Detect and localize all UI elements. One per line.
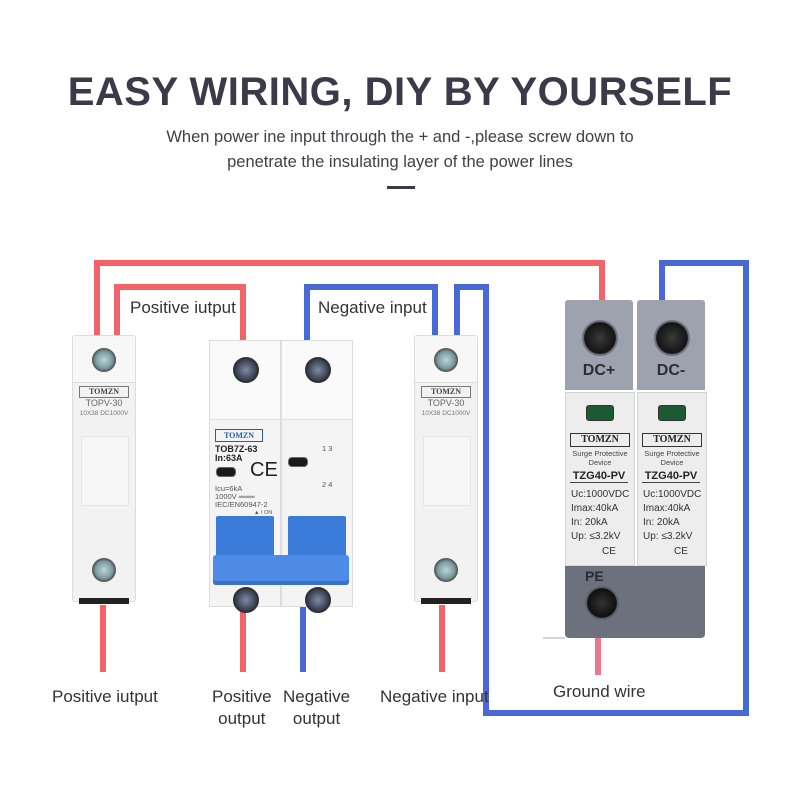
- breaker-lever-right[interactable]: [288, 516, 346, 556]
- fuse-spec: 10X38 DC1000V: [79, 410, 129, 417]
- wire-negative-inner: [304, 284, 438, 340]
- breaker-brand: TOMZN: [215, 429, 263, 442]
- spd-ground-block: PE: [565, 566, 705, 638]
- on-marker: ▲ I ON: [254, 510, 273, 516]
- ce-mark: CE: [602, 546, 616, 557]
- screw-icon: [305, 357, 331, 383]
- breaker-model: TOB7Z-63: [215, 444, 258, 454]
- screw-icon: [233, 357, 259, 383]
- indicator-window: [216, 467, 236, 477]
- spd-uc: Uc:1000VDC: [643, 489, 702, 500]
- status-window: [586, 405, 614, 421]
- wire-negative-outer: [454, 260, 749, 716]
- spd-imax: Imax:40kA: [571, 503, 619, 514]
- label-top-positive-iutput: Positive iutput: [130, 298, 236, 317]
- subtitle-line-2: penetrate the insulating layer of the po…: [227, 153, 573, 171]
- label-line: Positive: [212, 687, 272, 706]
- screw-icon: [305, 587, 331, 613]
- ground-terminal-label: PE: [585, 568, 604, 584]
- spd-up: Up: ≤3.2kV: [571, 531, 621, 542]
- fuse-spec: 10X38 DC1000V: [421, 410, 471, 417]
- din-clip: [79, 598, 129, 604]
- spd-desc-1: Surge Protective: [644, 449, 700, 458]
- spd-brand: TOMZN: [642, 433, 702, 447]
- subtitle: When power ine input through the + and -…: [0, 125, 800, 175]
- spd-module-negative: DC- TOMZN Surge Protective Device TZG40-…: [637, 300, 707, 600]
- breaker-lever-left[interactable]: [216, 516, 274, 556]
- terminal-numbers-top: 1 3: [322, 444, 333, 453]
- title-divider: [387, 186, 415, 189]
- spd-terminal-block: DC+: [565, 300, 633, 390]
- terminal-label-dc-plus: DC+: [582, 362, 616, 379]
- screw-icon: [582, 320, 618, 356]
- screw-icon: [92, 348, 116, 372]
- spd-imax: Imax:40kA: [643, 503, 691, 514]
- spd-body: TOMZN Surge Protective Device TZG40-PV U…: [565, 392, 635, 566]
- fuse-brand: TOMZN: [421, 386, 471, 398]
- label-line: Negative: [283, 687, 351, 706]
- spd-up: Up: ≤3.2kV: [643, 531, 693, 542]
- spd-desc-1: Surge Protective: [572, 449, 628, 458]
- label-top-negative-input: Negative input: [318, 298, 427, 317]
- indicator-window: [288, 457, 308, 467]
- spd-brand: TOMZN: [570, 433, 630, 447]
- fuse-window[interactable]: [81, 436, 129, 506]
- fuse-model: TOPV-30: [85, 398, 123, 408]
- din-clip: [421, 598, 471, 604]
- spd-uc: Uc:1000VDC: [571, 489, 630, 500]
- spd-desc-2: Device: [588, 458, 612, 467]
- label-positive-output: Positive output: [212, 686, 272, 730]
- spd-in: In: 20kA: [643, 517, 680, 528]
- breaker-voltage: 1000V ═══: [215, 492, 255, 501]
- label-line: output: [218, 709, 266, 728]
- breaker-rating: In:63A: [215, 453, 243, 463]
- screw-icon: [92, 558, 116, 582]
- fuse-window[interactable]: [423, 436, 471, 506]
- terminal-numbers-bottom: 2 4: [322, 480, 333, 489]
- breaker-standard: IEC/EN60947-2: [215, 500, 268, 509]
- screw-icon: [585, 586, 619, 620]
- label-negative-output: Negative output: [283, 686, 350, 730]
- spd-module-positive: DC+ TOMZN Surge Protective Device TZG40-…: [565, 300, 635, 600]
- label-ground-wire: Ground wire: [553, 682, 646, 701]
- label-line: output: [292, 709, 341, 728]
- wire-positive-outer: [94, 260, 605, 335]
- breaker-handle[interactable]: [213, 555, 349, 585]
- fuse-model: TOPV-30: [427, 398, 465, 408]
- spd-model: TZG40-PV: [570, 470, 628, 483]
- surge-protective-device: DC+ TOMZN Surge Protective Device TZG40-…: [565, 300, 707, 600]
- spd-terminal-block: DC-: [637, 300, 705, 390]
- screw-icon: [434, 348, 458, 372]
- fuse-holder-2: TOMZN TOPV-30 10X38 DC1000V: [414, 335, 478, 604]
- page-title: EASY WIRING, DIY BY YOURSELF: [67, 70, 733, 114]
- screw-icon: [654, 320, 690, 356]
- wire-positive-inner: [114, 284, 246, 340]
- spd-model: TZG40-PV: [642, 470, 700, 483]
- fuse-brand: TOMZN: [79, 386, 129, 398]
- screw-icon: [233, 587, 259, 613]
- label-bottom-negative-input: Negative input: [380, 687, 489, 706]
- fuse-holder-1: TOMZN TOPV-30 10X38 DC1000V: [72, 335, 136, 604]
- ce-mark: CE: [674, 546, 688, 557]
- ce-mark: CE: [250, 459, 278, 481]
- screw-icon: [434, 558, 458, 582]
- status-window: [658, 405, 686, 421]
- dc-circuit-breaker: TOMZN TOB7Z-63 In:63A CE Icu=6kA 1000V ═…: [209, 340, 353, 613]
- spd-in: In: 20kA: [571, 517, 608, 528]
- subtitle-line-1: When power ine input through the + and -…: [166, 128, 634, 146]
- breaker-icu: Icu=6kA: [215, 484, 243, 493]
- spd-desc-2: Device: [660, 458, 684, 467]
- label-bottom-positive-iutput: Positive iutput: [52, 687, 158, 706]
- terminal-label-dc-minus: DC-: [656, 362, 686, 379]
- spd-body: TOMZN Surge Protective Device TZG40-PV U…: [637, 392, 707, 566]
